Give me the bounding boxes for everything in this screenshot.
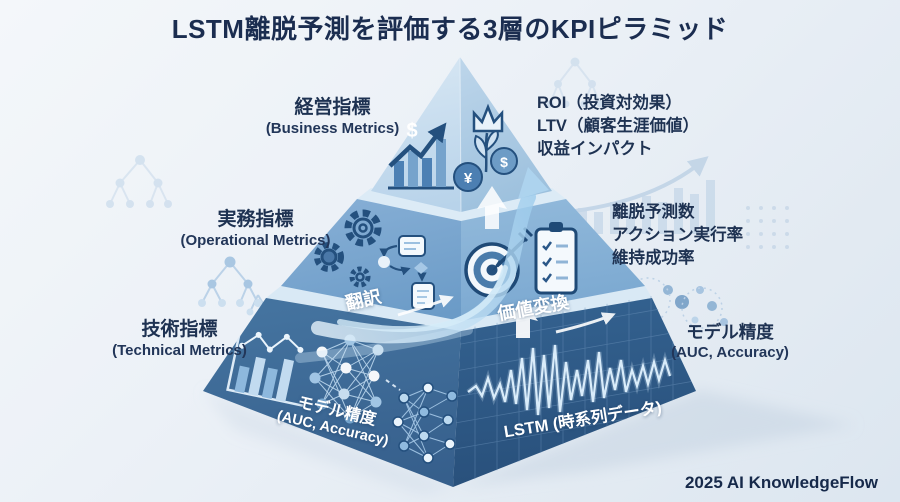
flowchart-icon: [378, 235, 435, 310]
decor-tree-network-left-faint: [106, 155, 172, 208]
kpis-operational: 離脱予測数 アクション実行率 維持成功率: [612, 201, 743, 270]
revenue-growth-chart-icon: $: [388, 120, 454, 190]
label-operational-metrics: 実務指標 (Operational Metrics): [163, 209, 348, 251]
label-business-jp: 経営指標: [294, 97, 371, 118]
label-technical-en: (Technical Metrics): [112, 342, 247, 359]
value-flower-icon: [472, 103, 504, 173]
label-technical-jp: 技術指標: [141, 319, 218, 340]
kpi-retention-rate: 維持成功率: [612, 249, 695, 267]
lstm-waveform-icon: [466, 344, 673, 416]
label-business-metrics: 経営指標 (Business Metrics): [240, 97, 425, 139]
kpi-model-accuracy-jp: モデル精度: [686, 322, 774, 342]
label-operational-jp: 実務指標: [217, 209, 294, 230]
kpi-churn-predictions: 離脱予測数: [612, 203, 695, 221]
gears-icon: [314, 209, 382, 288]
kpi-action-rate: アクション実行率: [612, 226, 744, 244]
kpis-business: ROI（投資対効果） LTV（顧客生涯価値） 収益インパクト: [537, 92, 699, 161]
kpis-technical: モデル精度 (AUC, Accuracy): [645, 321, 815, 363]
dollar-coin-icon: $: [490, 147, 518, 175]
yen-coin-icon: ¥: [453, 162, 483, 192]
up-arrow-bottom-to-middle: [508, 300, 538, 338]
svg-text:$: $: [500, 154, 508, 170]
neural-network-icon-large: [309, 334, 401, 424]
small-white-flow-arrows: [397, 294, 616, 334]
footer-credit: 2025 AI KnowledgeFlow: [684, 473, 878, 492]
kpi-revenue-impact: 収益インパクト: [537, 140, 653, 158]
dollar-sign-icon: $: [406, 120, 417, 142]
decor-dot-grid: [746, 206, 789, 249]
kpi-roi: ROI（投資対効果）: [537, 94, 682, 112]
decor-tree-network-top-right: [546, 57, 604, 108]
kpi-model-accuracy-en: (AUC, Accuracy): [671, 344, 789, 361]
label-technical-metrics: 技術指標 (Technical Metrics): [82, 319, 277, 361]
page-title: LSTM離脱予測を評価する3層のKPIピラミッド: [171, 14, 729, 44]
metrics-combo-chart-icon: [226, 324, 304, 407]
pyramid-bottom-right-face: [453, 298, 696, 487]
label-business-en: (Business Metrics): [265, 120, 400, 137]
label-operational-en: (Operational Metrics): [180, 232, 331, 249]
kpi-ltv: LTV（顧客生涯価値）: [537, 117, 699, 135]
neural-network-icon-small: [392, 382, 458, 464]
svg-text:¥: ¥: [464, 170, 473, 187]
up-arrow-middle-to-top: [477, 186, 507, 229]
value-flow-swoosh-arrow: [295, 167, 549, 363]
checklist-clipboard-icon: [534, 222, 578, 295]
pyramid-shadow: [203, 390, 855, 494]
